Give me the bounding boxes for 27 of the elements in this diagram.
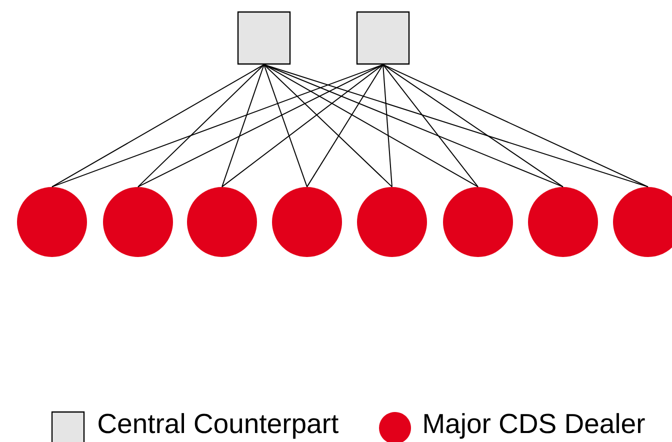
- connector-line: [382, 64, 478, 188]
- box-node: [356, 11, 410, 65]
- connector-line: [264, 64, 308, 188]
- connector-line: [52, 64, 384, 188]
- connector-line: [264, 64, 564, 188]
- connector-line: [264, 64, 648, 188]
- connector-line: [264, 64, 392, 188]
- dealer-circle: [272, 187, 342, 257]
- connector-line: [264, 64, 478, 188]
- legend-label: Central Counterpart: [98, 413, 338, 439]
- dealer-circle: [528, 187, 598, 257]
- box-node: [237, 11, 291, 65]
- connector-line: [382, 64, 392, 188]
- connector-line: [306, 64, 384, 188]
- connector-line: [222, 64, 384, 188]
- connector-line: [52, 64, 264, 188]
- dealer-circle: [103, 187, 173, 257]
- legend-label: Major CDS Dealer: [424, 413, 645, 439]
- connector-line: [222, 64, 264, 188]
- dealer-circle: [17, 187, 87, 257]
- dealer-circle: [443, 187, 513, 257]
- connector-line: [382, 64, 564, 188]
- dealer-circle: [357, 187, 427, 257]
- connector-line: [382, 64, 648, 188]
- connector-line: [138, 64, 384, 188]
- connector-line: [138, 64, 264, 188]
- dealer-circle: [187, 187, 257, 257]
